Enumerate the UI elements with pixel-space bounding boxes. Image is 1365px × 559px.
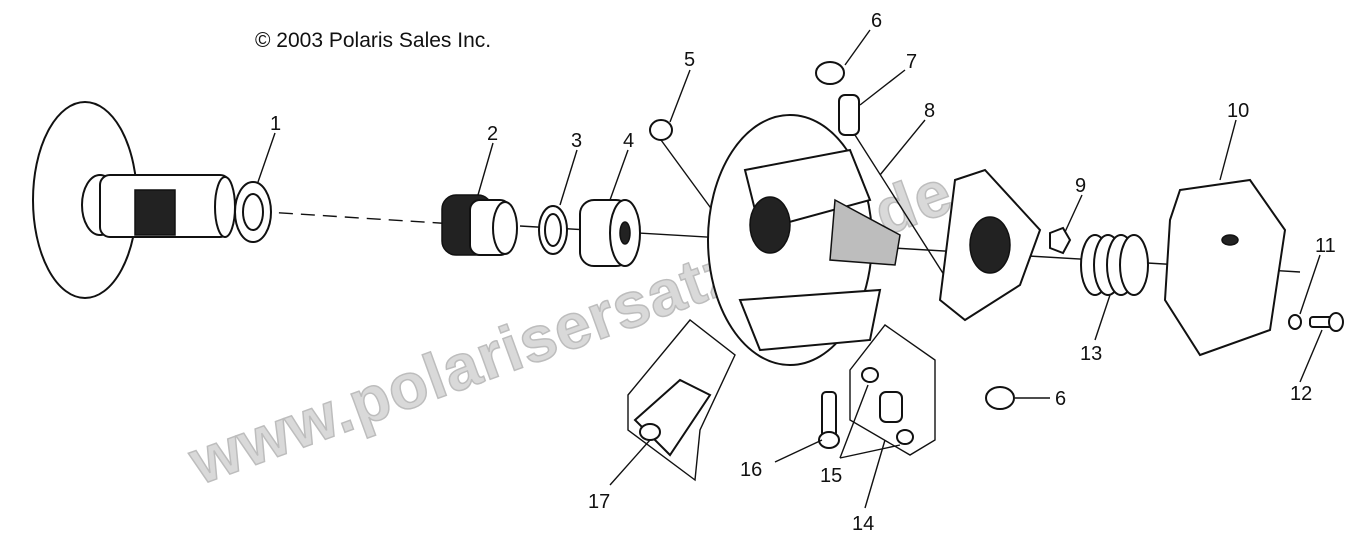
callout-7: 7 xyxy=(906,51,917,73)
bushing-part-2 xyxy=(441,194,518,256)
center-axis xyxy=(234,209,471,226)
callout-1: 1 xyxy=(270,113,281,135)
bracket-left xyxy=(627,319,736,482)
screw-part-12 xyxy=(1309,312,1344,332)
spring-part-13 xyxy=(1080,234,1149,296)
callout-6-bottom: 6 xyxy=(1055,388,1066,410)
callout-12: 12 xyxy=(1290,383,1312,405)
callout-17: 17 xyxy=(588,491,610,513)
spider-part-8 xyxy=(938,168,1042,322)
leader-lines xyxy=(257,29,1323,509)
callout-14: 14 xyxy=(852,513,874,535)
washer-part-11 xyxy=(1288,314,1302,330)
movable-sheave-part xyxy=(707,114,901,366)
callout-9: 9 xyxy=(1075,175,1086,197)
callout-13: 13 xyxy=(1080,343,1102,365)
copyright-notice: © 2003 Polaris Sales Inc. xyxy=(255,29,491,52)
callout-4: 4 xyxy=(623,130,634,152)
ring-part-3 xyxy=(538,205,568,255)
cover-part-10 xyxy=(1163,178,1287,357)
callout-10: 10 xyxy=(1227,100,1249,122)
washer-part-1 xyxy=(234,181,272,243)
bolt-part-16 xyxy=(818,391,840,449)
callout-8: 8 xyxy=(924,100,935,122)
callout-5: 5 xyxy=(684,49,695,71)
pin-part-14 xyxy=(879,391,903,423)
stationary-sheave-part xyxy=(32,101,236,299)
bracket-right xyxy=(849,324,936,456)
spacer-part-4 xyxy=(579,199,641,267)
nut-part-9 xyxy=(1049,226,1072,255)
callout-6-top: 6 xyxy=(871,10,882,32)
callout-3: 3 xyxy=(571,130,582,152)
washer-part-15 xyxy=(861,367,914,445)
cap-part-6-bottom xyxy=(985,386,1015,410)
callout-11: 11 xyxy=(1315,235,1336,257)
callout-2: 2 xyxy=(487,123,498,145)
callout-16: 16 xyxy=(740,459,762,481)
cap-part-6-top xyxy=(815,61,845,85)
callout-15: 15 xyxy=(820,465,842,487)
